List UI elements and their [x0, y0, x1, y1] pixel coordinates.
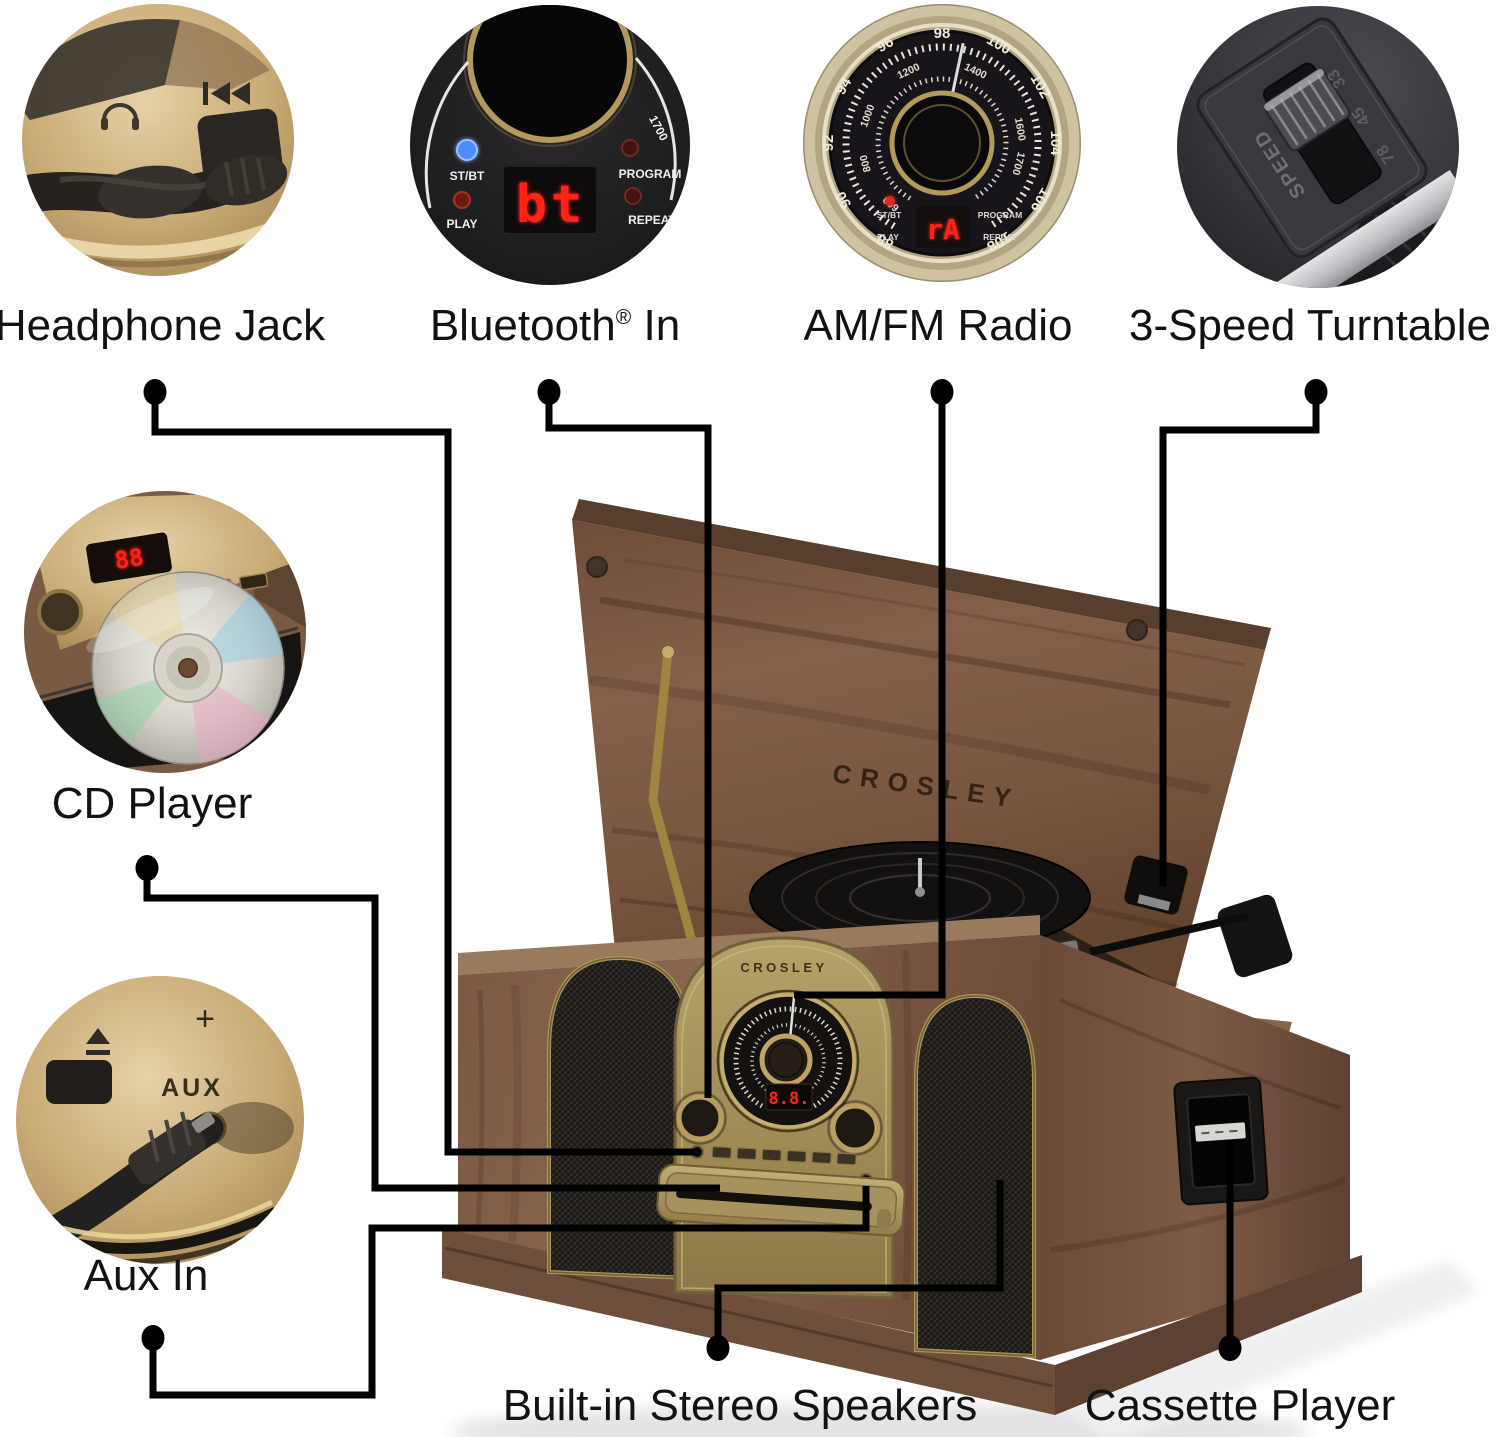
photo-display-value: rA: [926, 213, 960, 246]
label-speakers: Built-in Stereo Speakers: [503, 1381, 977, 1430]
record-player: CROSLEY: [442, 499, 1362, 1415]
play-label: PLAY: [877, 232, 899, 242]
connector-aux-in: [149, 1186, 870, 1399]
connector-headphone-jack: [151, 395, 694, 1156]
floor-shadow-right: [1060, 1260, 1480, 1437]
tonearm: [1051, 855, 1293, 978]
play-led: [453, 191, 471, 209]
lid-support-arm: [648, 651, 699, 950]
callout-connectors: [135, 379, 1328, 1399]
svg-text:1700: 1700: [1009, 151, 1027, 177]
svg-text:98: 98: [934, 25, 951, 42]
connector-speakers: [714, 1180, 1004, 1346]
play-label: PLAY: [447, 217, 478, 231]
aux-side-button: [46, 1060, 112, 1104]
cd-disc: [86, 571, 285, 765]
connector-dot-amfm: [930, 379, 954, 405]
plus-sign: +: [195, 1000, 215, 1038]
stbt-led: [885, 196, 895, 206]
repeat-label: REPEAT: [983, 232, 1018, 242]
label-amfm-radio: AM/FM Radio: [804, 301, 1073, 350]
previous-track-icon: [203, 82, 250, 105]
feature-labels: Headphone Jack Bluetooth® In AM/FM Radio…: [0, 301, 1491, 1430]
label-headphone-jack: Headphone Jack: [0, 301, 326, 350]
stbt-led: [456, 139, 478, 161]
svg-text:90: 90: [832, 188, 855, 211]
connector-bluetooth: [545, 395, 712, 1098]
repeat-label: REPEAT: [628, 213, 676, 227]
side-cassette-slot[interactable]: [1173, 1076, 1269, 1206]
stbt-label: ST/BT: [877, 210, 902, 220]
connector-dot-headphone: [143, 379, 167, 405]
connector-cd-player: [143, 870, 720, 1192]
connector-amfm-radio: [794, 395, 946, 999]
panel-brand-logo: CROSLEY: [740, 960, 827, 975]
svg-text:104: 104: [1047, 130, 1064, 156]
callout-photo-speed-switch: SPEED 33 45 78: [1177, 6, 1459, 288]
label-turntable: 3-Speed Turntable: [1129, 301, 1491, 350]
arm-joint: [662, 646, 674, 658]
front-display-value: 8.8.: [769, 1089, 810, 1109]
front-radio-dial: 8.8.: [716, 989, 860, 1133]
label-aux-in: Aux In: [84, 1251, 209, 1300]
connector-dot-cd: [135, 855, 159, 881]
svg-text:1600: 1600: [1012, 117, 1028, 142]
photo-led-display: [502, 165, 598, 235]
photo-led-display: [916, 206, 970, 248]
lid-magnet: [1126, 619, 1148, 641]
label-cassette-player: Cassette Player: [1085, 1381, 1396, 1430]
callout-photo-amfm-radio: 88 90 92 94 96 98 100 102 104 106 108 60…: [803, 4, 1081, 282]
callout-photo-headphone-jack: [22, 4, 294, 276]
aux-port-label: AUX: [161, 1074, 223, 1102]
photo-cd-display-value: 88: [113, 543, 146, 575]
headphone-icon: [101, 103, 139, 130]
svg-text:96: 96: [874, 33, 897, 56]
callout-photo-cd-player: 88: [24, 491, 306, 773]
connector-dot-turntable: [1304, 379, 1328, 405]
svg-text:94: 94: [832, 74, 855, 98]
repeat-led: [624, 187, 642, 205]
svg-text:88: 88: [874, 230, 897, 253]
connector-dot-cassette: [1218, 1335, 1242, 1361]
fm-scale-numbers: 88 90 92 94 96 98 100 102 104 106 108: [820, 25, 1064, 255]
stbt-label: ST/BT: [450, 169, 485, 183]
photo-display-value: bt: [516, 175, 587, 235]
callout-photo-bluetooth: 1700 bt ST/BT PLAY PROGRAM REPEAT: [410, 5, 690, 285]
connector-dot-aux: [141, 1325, 165, 1351]
label-cd-player: CD Player: [52, 779, 253, 828]
base-plinth-side: [1055, 1255, 1362, 1415]
program-label: PROGRAM: [619, 167, 682, 181]
right-speaker: [914, 993, 1036, 1359]
lid-magnet: [586, 556, 608, 578]
callout-photo-aux-in: + AUX: [16, 976, 304, 1264]
connector-dot-speakers: [706, 1335, 730, 1361]
program-led: [621, 139, 639, 157]
connector-dot-bluetooth: [537, 379, 561, 405]
front-button-row[interactable]: [711, 1145, 857, 1166]
svg-text:92: 92: [820, 135, 837, 152]
photo-cd-display: [86, 532, 172, 584]
front-led-display: [765, 1083, 813, 1111]
volume-knob[interactable]: [676, 1094, 724, 1142]
photo-knob: [467, 5, 633, 143]
connector-turntable: [1159, 395, 1320, 886]
svg-text:800: 800: [858, 153, 874, 173]
program-label: PROGRAM: [978, 210, 1022, 220]
eject-icon: [86, 1028, 110, 1055]
label-bluetooth-in: Bluetooth® In: [430, 301, 680, 350]
speed-slider[interactable]: [1262, 67, 1351, 152]
function-knob[interactable]: [830, 1103, 880, 1153]
